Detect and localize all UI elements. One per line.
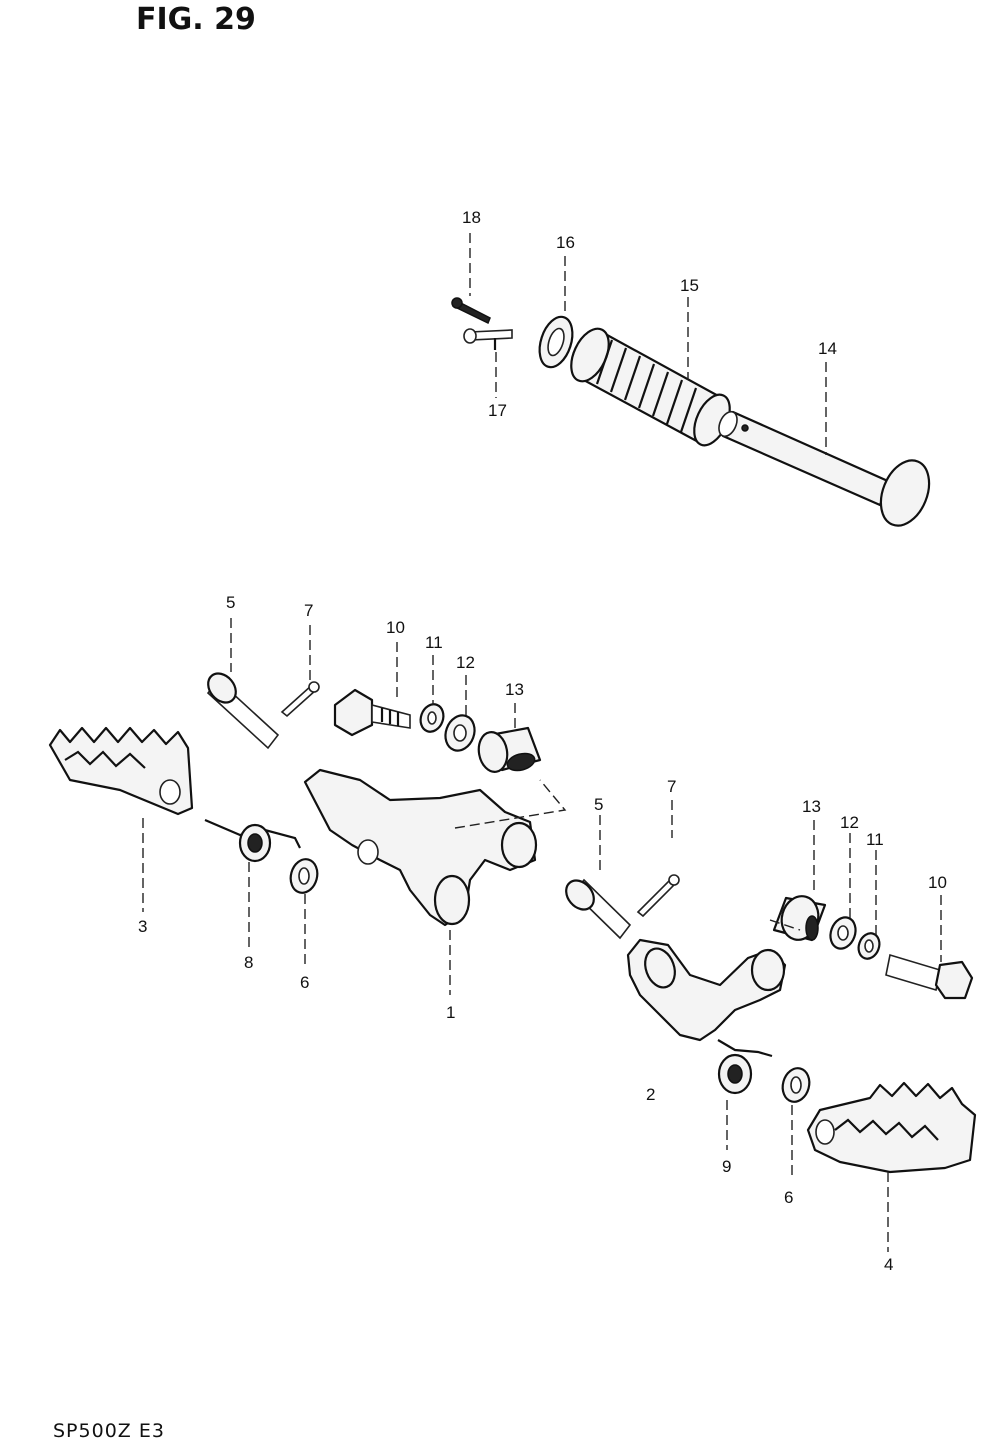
- callout-13-right: 13: [802, 797, 821, 816]
- callout-9: 9: [722, 1157, 731, 1176]
- washer-11-left: [419, 703, 445, 733]
- bolt-10-right: [885, 953, 974, 1000]
- washer-6-left: [289, 858, 319, 894]
- callout-3: 3: [138, 917, 147, 936]
- spring-8-left: [204, 818, 301, 863]
- callout-15: 15: [680, 276, 699, 295]
- model-code: SP500Z E3: [53, 1420, 165, 1442]
- washer-6-right: [781, 1067, 811, 1103]
- figure-title: FIG. 29: [136, 2, 256, 37]
- footpeg-shaft-14: [718, 410, 931, 527]
- washer-12-right: [829, 916, 857, 950]
- bolt-10-left: [333, 688, 411, 737]
- rubber-grip-15: [570, 327, 731, 447]
- callout-10-left: 10: [386, 618, 405, 637]
- callout-5-left: 5: [226, 593, 235, 612]
- callout-6-left: 6: [300, 973, 309, 992]
- callout-2: 2: [646, 1085, 655, 1104]
- callout-10-right: 10: [928, 873, 947, 892]
- callout-13-left: 13: [505, 680, 524, 699]
- clevis-pin-17: [463, 328, 513, 350]
- callout-18: 18: [462, 208, 481, 227]
- footrest-4-right: [806, 1081, 977, 1174]
- washer-11-right: [857, 932, 881, 960]
- bracket-2: [626, 919, 801, 1042]
- callout-11-left: 11: [425, 633, 443, 652]
- footrest-3-left: [48, 726, 194, 816]
- callout-1: 1: [446, 1003, 455, 1022]
- cotter-pin-7-right: [636, 874, 680, 918]
- bushing-13-right: [772, 895, 827, 942]
- callout-17: 17: [488, 401, 507, 420]
- washer-12-left: [444, 714, 476, 752]
- callout-7-left: 7: [304, 601, 313, 620]
- callout-5-right: 5: [594, 795, 603, 814]
- callout-12-left: 12: [456, 653, 475, 672]
- spring-9-right: [717, 1039, 773, 1095]
- cotter-pin-7-left: [280, 681, 320, 718]
- callout-7-right: 7: [667, 777, 676, 796]
- callout-12-right: 12: [840, 813, 859, 832]
- callout-8: 8: [244, 953, 253, 972]
- pivot-pin-5-left: [206, 672, 280, 750]
- cotter-pin-18: [451, 297, 491, 325]
- washer-16: [538, 315, 574, 369]
- callout-16: 16: [556, 233, 575, 252]
- callout-14: 14: [818, 339, 837, 358]
- bracket-1: [303, 768, 567, 927]
- callout-6-right: 6: [784, 1188, 793, 1207]
- callout-4: 4: [884, 1255, 893, 1274]
- bushing-13-left: [477, 726, 542, 773]
- pivot-pin-5-right: [565, 878, 632, 940]
- callout-11-right: 11: [866, 830, 884, 849]
